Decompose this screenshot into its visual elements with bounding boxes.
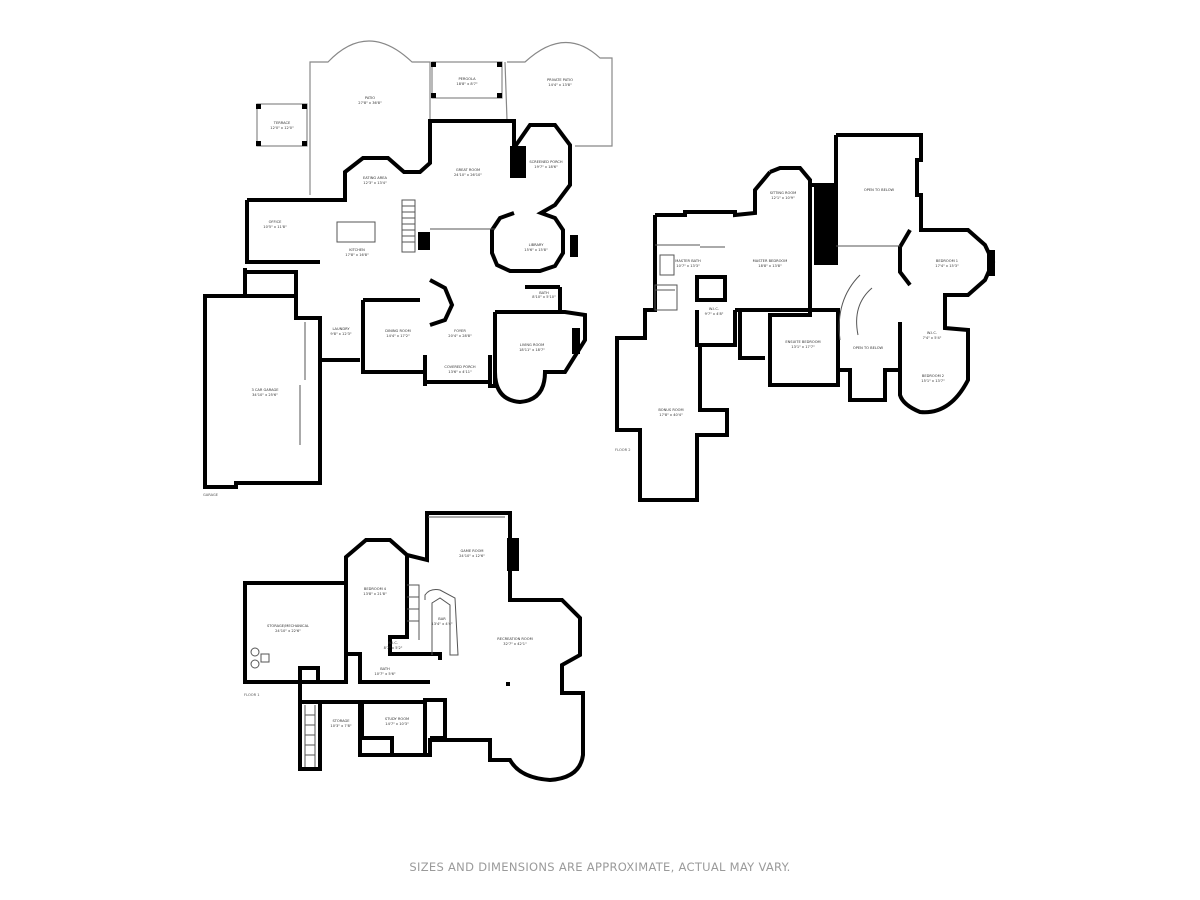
room-dims: 8'10" x 5'10" — [532, 295, 556, 299]
room-dims: 12'3" x 13'4" — [363, 181, 387, 185]
room-label: STORAGE — [332, 719, 350, 723]
kitchen-island — [336, 221, 376, 243]
room-dims: 32'7" x 42'1" — [503, 642, 527, 646]
main-floor-walls — [245, 119, 572, 273]
room-label: PRIVATE PATIO — [547, 78, 573, 82]
room-dims: 10'5" x 11'8" — [263, 225, 287, 229]
room-label: DINING ROOM — [385, 329, 410, 333]
room-dims: 13'6" x 4'11" — [448, 370, 472, 374]
room-label: STORAGE/MECHANICAL — [267, 624, 309, 628]
room-dims: 12'1" x 10'9" — [771, 196, 795, 200]
room-dims: 17'4" x 15'3" — [935, 264, 959, 268]
room-dims: 27'8" x 36'8" — [358, 101, 382, 105]
room-label: MASTER BATH — [675, 259, 701, 263]
room-dims: 14'4" x 17'2" — [386, 334, 410, 338]
room-label: FOYER — [454, 329, 466, 333]
room-dims: 18'8" x 13'8" — [758, 264, 782, 268]
room-dims: 17'8" x 16'8" — [345, 253, 369, 257]
room-label: OPEN TO BELOW — [864, 188, 895, 192]
floor-name: FLOOR 2 — [615, 448, 631, 452]
room-label: MASTER BEDROOM — [753, 259, 788, 263]
room-dims: 14'4" x 13'8" — [548, 83, 572, 87]
room-label: BEDROOM 2 — [922, 374, 944, 378]
main-floor-labels: TERRACE 12'0" x 12'0" PATIO 27'8" x 36'8… — [203, 77, 573, 497]
room-label: KITCHEN — [349, 248, 365, 252]
room-label: LAUNDRY — [332, 327, 350, 331]
room-label: W.I.C. — [388, 641, 398, 645]
dimensions-disclaimer: SIZES AND DIMENSIONS ARE APPROXIMATE, AC… — [409, 860, 791, 874]
floor-name: GARAGE — [203, 493, 219, 497]
room-dims: 24'10" x 26'10" — [454, 173, 482, 177]
floor-name: FLOOR 1 — [244, 693, 260, 697]
room-label: PATIO — [365, 96, 375, 100]
room-dims: 13'1" x 17'7" — [791, 345, 815, 349]
room-dims: 18'8" x 8'7" — [456, 82, 477, 86]
room-dims: 24'10" x 12'6" — [459, 554, 485, 558]
room-dims: 19'7" x 18'6" — [534, 165, 558, 169]
room-label: GAME ROOM — [460, 549, 483, 553]
room-dims: 10'7" x 13'3" — [676, 264, 700, 268]
room-dims: 12'0" x 12'0" — [270, 126, 294, 130]
bar-counter — [424, 589, 459, 656]
terrace — [256, 103, 308, 147]
pergola — [431, 61, 503, 99]
room-label: GREAT ROOM — [456, 168, 480, 172]
room-label: BATH — [539, 291, 549, 295]
room-dims: 10'3" x 7'8" — [330, 724, 351, 728]
room-label: BATH — [380, 667, 390, 671]
room-dims: 15'6" x 15'8" — [524, 248, 548, 252]
room-label: BEDROOM 4 — [364, 587, 387, 591]
room-dims: 18'11" x 18'7" — [519, 348, 545, 352]
room-label: OPEN TO BELOW — [853, 346, 884, 350]
room-dims: 17'8" x 40'4" — [659, 413, 683, 417]
private-patio-outline — [504, 41, 613, 147]
room-dims: 7'4" x 5'4" — [923, 336, 942, 340]
room-label: BAR — [438, 617, 446, 621]
room-dims: 10'7" x 5'6" — [374, 672, 395, 676]
room-dims: 13'4" x 4'4" — [431, 622, 452, 626]
room-dims: 24'10" x 22'6" — [275, 629, 301, 633]
room-label: LIBRARY — [529, 243, 545, 247]
stairs — [401, 199, 416, 253]
room-label: OFFICE — [269, 220, 283, 224]
room-dims: 14'7" x 10'3" — [385, 722, 409, 726]
patio-outline — [309, 40, 431, 195]
lower-floor-plan — [243, 511, 585, 783]
room-label: LIVING ROOM — [520, 343, 544, 347]
room-label: ENSUITE BEDROOM — [785, 340, 820, 344]
room-label: RECREATION ROOM — [497, 637, 532, 641]
room-dims: 15'1" x 13'7" — [921, 379, 945, 383]
room-dims: 9'7" x 4'8" — [705, 312, 724, 316]
lower-floor-labels: STORAGE/MECHANICAL 24'10" x 22'6" BEDROO… — [244, 549, 533, 728]
room-label: W.I.C. — [709, 307, 719, 311]
upper-floor-labels: SITTING ROOM 12'1" x 10'9" OPEN TO BELOW… — [615, 188, 959, 452]
room-label: PERGOLA — [458, 77, 476, 81]
room-dims: 9'8" x 12'3" — [330, 332, 351, 336]
room-label: BEDROOM 1 — [936, 259, 958, 263]
upper-floor-plan — [615, 133, 996, 502]
room-dims: 13'8" x 21'8" — [363, 592, 387, 596]
room-label: TERRACE — [273, 121, 291, 125]
curved-stairs — [838, 274, 873, 341]
room-label: STUDY ROOM — [385, 717, 409, 721]
room-dims: 8'7" x 5'2" — [384, 646, 403, 650]
room-label: BONUS ROOM — [658, 408, 683, 412]
room-label: COVERED PORCH — [444, 365, 476, 369]
room-label: SCREENED PORCH — [529, 160, 563, 164]
room-label: 3 CAR GARAGE — [251, 388, 279, 392]
room-label: EATING AREA — [363, 176, 388, 180]
room-label: W.I.C. — [927, 331, 937, 335]
main-floor-plan — [203, 40, 613, 489]
room-label: SITTING ROOM — [770, 191, 797, 195]
room-dims: 20'4" x 28'8" — [448, 334, 472, 338]
room-dims: 34'10" x 25'6" — [252, 393, 278, 397]
